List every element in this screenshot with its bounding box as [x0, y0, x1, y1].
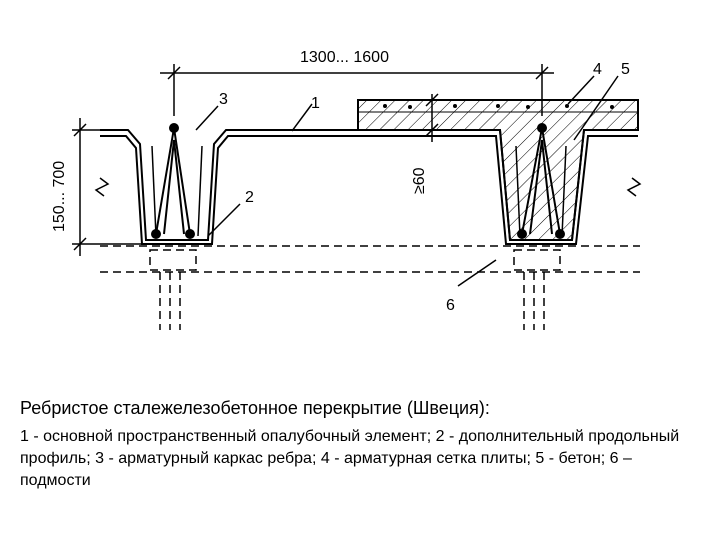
dimension-slab — [425, 93, 439, 142]
label-4: 4 — [593, 61, 602, 78]
formwork-element — [94, 129, 642, 245]
label-2: 2 — [245, 189, 254, 206]
dimension-width-label: 1300... 1600 — [300, 49, 389, 66]
rib-cage-left — [151, 123, 195, 239]
rib-cage-right — [517, 123, 565, 239]
dimension-slab-label: ≥60 — [411, 167, 428, 194]
label-6: 6 — [446, 297, 455, 314]
label-1: 1 — [311, 95, 320, 112]
concrete-fill — [357, 99, 639, 241]
floor-section-drawing: 1300... 1600 150... 700 ≥60 1 2 3 4 5 6 — [51, 49, 642, 330]
dimension-width — [160, 64, 554, 116]
caption-body: 1 - основной пространственный опалубочны… — [20, 428, 680, 489]
leader-lines — [195, 75, 619, 287]
longitudinal-profile — [151, 145, 567, 237]
slab-mesh-dots — [383, 104, 614, 109]
label-3: 3 — [219, 91, 228, 108]
caption-title: Ребристое сталежелезобетонное перекрытие… — [20, 398, 490, 418]
label-5: 5 — [621, 61, 630, 78]
scaffolding — [100, 245, 640, 330]
dimension-height — [72, 118, 146, 256]
dimension-height-label: 150... 700 — [51, 161, 68, 232]
caption: Ребристое сталежелезобетонное перекрытие… — [20, 396, 700, 492]
